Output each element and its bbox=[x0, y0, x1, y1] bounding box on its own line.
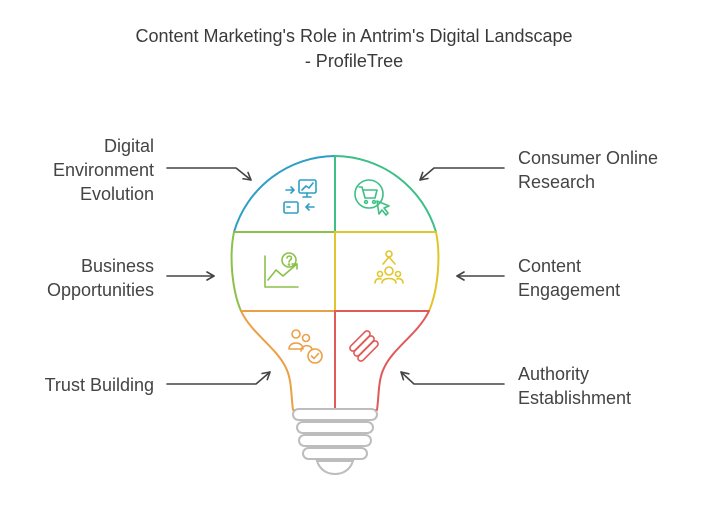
label-digital-environment: Digital Environment Evolution bbox=[53, 134, 154, 206]
label-trust-building: Trust Building bbox=[45, 373, 154, 397]
label-content-engagement: Content Engagement bbox=[518, 254, 620, 302]
label-line: Authority bbox=[518, 364, 590, 384]
arrow-trust-building bbox=[166, 371, 271, 385]
segment-consumer-research bbox=[334, 155, 437, 233]
label-line: Digital bbox=[103, 136, 154, 156]
arrow-consumer-research bbox=[419, 167, 505, 181]
label-line: Content bbox=[518, 256, 582, 276]
label-line: Engagement bbox=[518, 280, 621, 300]
audience-network-icon bbox=[374, 250, 404, 284]
segment-digital-environment bbox=[233, 155, 336, 233]
diagram-title: Content Marketing's Role in Antrim's Dig… bbox=[0, 24, 708, 74]
label-line: Business bbox=[80, 256, 154, 276]
chart-question-icon bbox=[264, 252, 299, 288]
segment-content-engagement bbox=[334, 231, 440, 312]
label-line: Trust Building bbox=[44, 375, 154, 395]
label-line: Research bbox=[518, 172, 596, 192]
label-line: Environment bbox=[52, 160, 154, 180]
segment-trust-building bbox=[240, 310, 336, 411]
label-consumer-research: Consumer Online Research bbox=[518, 146, 658, 194]
handshake-check-icon bbox=[288, 329, 323, 364]
stacked-bars-icon bbox=[349, 330, 379, 362]
bulb-segments bbox=[230, 155, 440, 411]
label-line: Evolution bbox=[79, 184, 154, 204]
label-authority: Authority Establishment bbox=[518, 362, 631, 410]
segment-authority bbox=[334, 310, 430, 411]
label-line: Establishment bbox=[518, 388, 632, 408]
title-line-2: - ProfileTree bbox=[304, 51, 404, 71]
bulb-base bbox=[292, 408, 378, 476]
label-business-opportunities: Business Opportunities bbox=[47, 254, 154, 302]
shopping-cart-cursor-icon bbox=[354, 179, 390, 216]
label-line: Opportunities bbox=[46, 280, 154, 300]
title-line-1: Content Marketing's Role in Antrim's Dig… bbox=[135, 26, 573, 46]
monitor-sync-icon bbox=[283, 179, 317, 214]
connector-arrows bbox=[166, 167, 505, 385]
arrow-digital-environment bbox=[166, 167, 252, 181]
arrow-authority bbox=[400, 371, 505, 385]
label-line: Consumer Online bbox=[518, 148, 659, 168]
segment-business-opportunities bbox=[230, 231, 336, 312]
